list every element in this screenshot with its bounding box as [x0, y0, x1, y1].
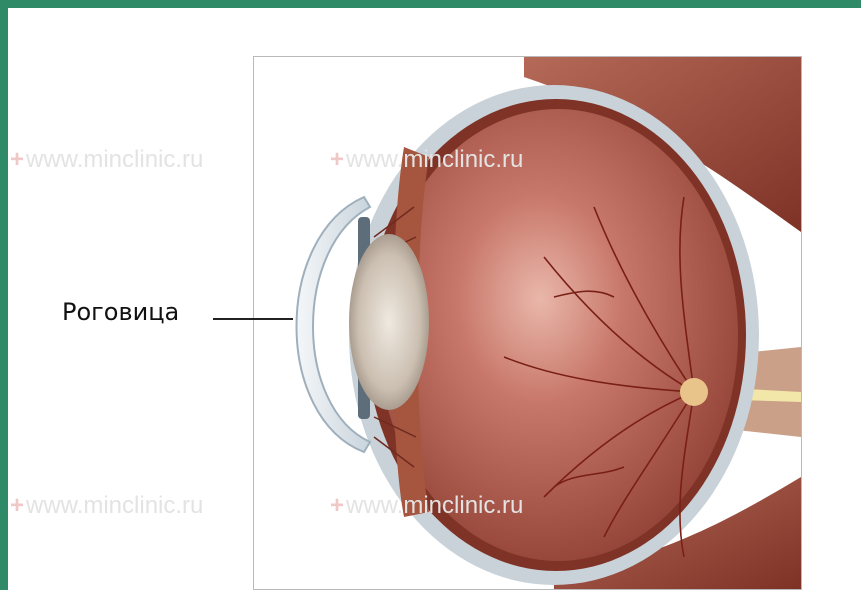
cornea-leader-line — [213, 318, 293, 320]
lens — [349, 234, 429, 410]
plus-icon: + — [10, 146, 24, 173]
watermark-bottom-right: +www.minclinic.ru — [330, 492, 523, 520]
watermark-bottom-left: +www.minclinic.ru — [10, 492, 203, 520]
watermark-top-right: +www.minclinic.ru — [330, 146, 523, 174]
plus-icon: + — [330, 146, 344, 173]
plus-icon: + — [10, 492, 24, 519]
plus-icon: + — [330, 492, 344, 519]
watermark-top-left: +www.minclinic.ru — [10, 146, 203, 174]
optic-disc — [680, 378, 708, 406]
cornea-label: Роговица — [62, 298, 179, 326]
